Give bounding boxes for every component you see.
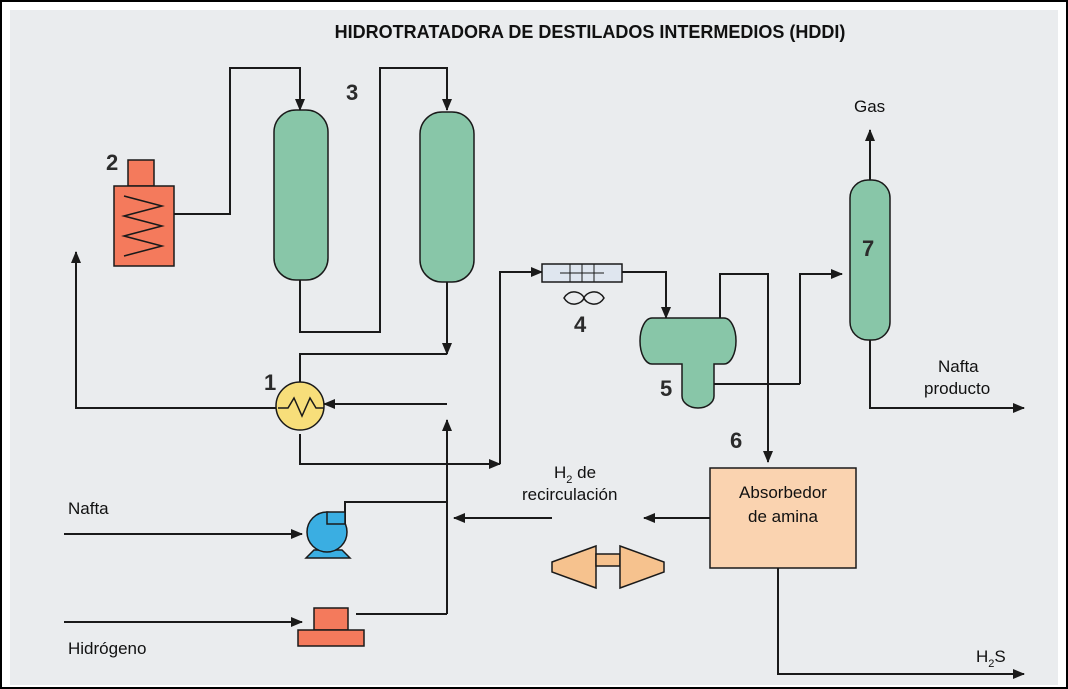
label-number-7: 7 [862,236,874,261]
label-number-2: 2 [106,150,118,175]
cooler-tubes-icon [560,264,604,282]
label-nafta-producto-line1: Nafta [938,357,979,376]
line-to-cooler [499,267,543,464]
label-number-4: 4 [574,312,587,337]
line-reactor-b-to-exchanger [299,353,447,382]
h2-de: de [572,463,596,482]
air-cooler-4 [541,263,623,305]
line-to-column [799,269,843,384]
h2s-s: S [994,647,1005,666]
line-separator-to-absorber [719,273,773,463]
label-h2-recirculacion-line1: H2 de [554,463,596,486]
label-gas: Gas [854,97,885,116]
h2s-subscript: 2 [988,658,994,670]
label-h2s: H2S [976,647,1006,670]
line-exchanger-to-heater [71,251,278,409]
reactor-a [273,109,329,281]
exchanger-zigzag-icon [278,396,324,418]
h2s-h: H [976,647,988,666]
amine-absorber-6 [709,467,857,569]
recycle-compressor [551,544,665,590]
label-h2-recirculacion-line2: recirculación [522,485,617,504]
label-number-6: 6 [730,428,742,453]
nafta-pump [304,511,352,559]
heater-stack [127,159,155,187]
h2-subscript: 2 [566,474,572,486]
fan-icon [563,291,605,305]
heat-exchanger-1 [275,381,325,431]
separator-vessel [639,317,737,409]
label-hidrogeno: Hidrógeno [68,639,146,658]
label-number-1: 1 [264,370,276,395]
label-absorbedor-line2: de amina [748,507,818,526]
h2-h: H [554,463,566,482]
reactor-b [419,111,475,283]
label-nafta-producto-line2: producto [924,379,990,398]
line-reactor-a-to-reactor-b [299,67,452,333]
line-nafta-producto-out [869,340,1025,413]
heater-2 [113,159,175,267]
compressor-stage-left [551,544,597,590]
label-number-5: 5 [660,376,672,401]
hydrogen-compressor [297,607,365,647]
line-heater-to-reactor-a [174,67,305,215]
pump-nozzle [326,511,346,525]
exchanger-shell [275,381,325,431]
compressor-base [297,629,365,647]
label-absorbedor-line1: Absorbedor [739,483,827,502]
line-exchanger-out [299,434,501,469]
heater-box [113,185,175,267]
separator-5 [639,317,737,409]
line-h2s-out [777,568,1025,679]
compressor-top [313,607,349,631]
compressor-shaft [595,553,621,567]
label-nafta-feed: Nafta [68,499,109,518]
stripper-column-7 [849,179,891,341]
line-cooler-to-separator [622,271,671,319]
compressor-stage-right [619,544,665,590]
diagram-title: HIDROTRATADORA DE DESTILADOS INTERMEDIOS… [335,22,846,42]
diagram-background [10,10,1058,685]
label-number-3: 3 [346,80,358,105]
heater-coil-icon [121,195,165,257]
